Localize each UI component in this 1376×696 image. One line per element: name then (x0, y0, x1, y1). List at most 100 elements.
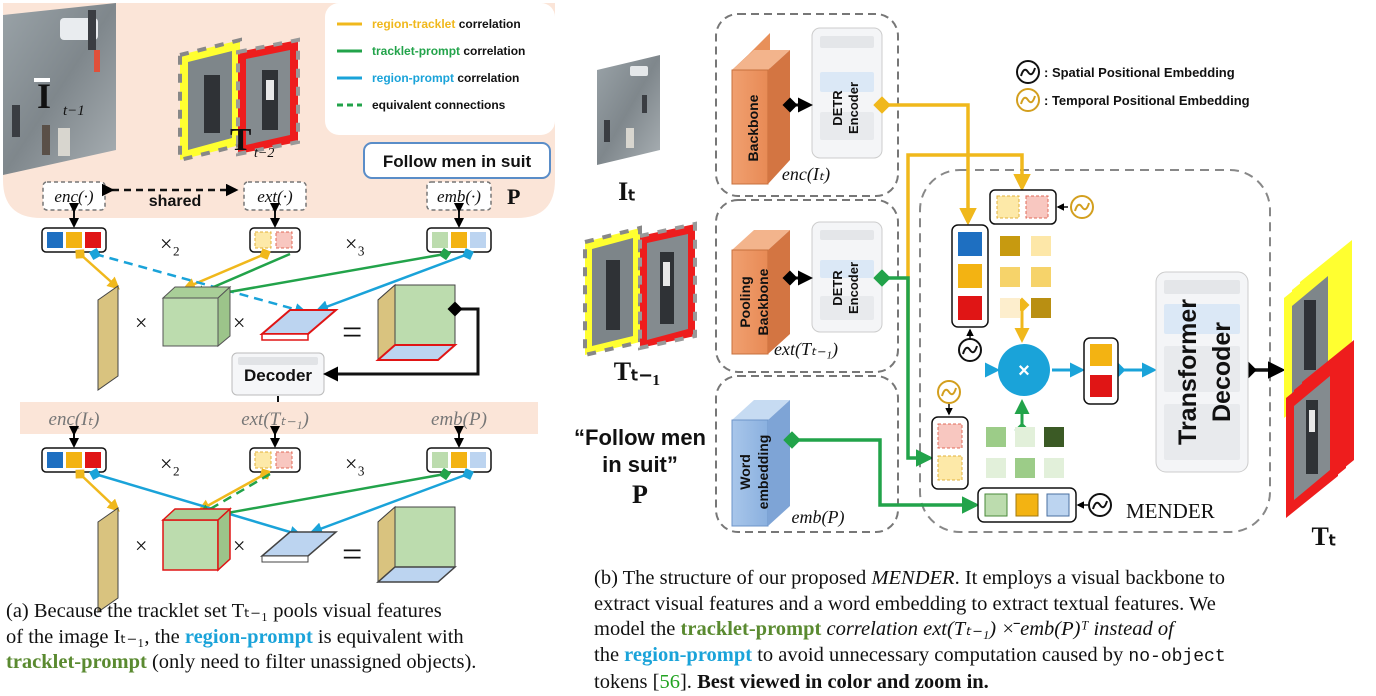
legend-box (325, 3, 555, 135)
emb-p-a: emb(P) (431, 409, 487, 430)
legend-rest-1: correlation (460, 44, 525, 58)
caption-b-l1-it: MENDER (871, 567, 955, 589)
prompt-box (363, 142, 551, 179)
multiply-node (998, 344, 1050, 396)
prompt-text: Follow men in suit (383, 152, 532, 171)
legend-rest-0: correlation (455, 17, 520, 31)
emb-fn-box (426, 181, 492, 211)
ext-fn: ext(·) (257, 187, 293, 206)
caption-b-l4-code: no-object (1128, 646, 1226, 667)
prompt-tokens (977, 487, 1112, 523)
word-label-2: embedding (755, 435, 771, 510)
mul-a4: × (233, 533, 245, 558)
caption-a-l1: (a) Because the tracklet set Tₜ₋₁ pools … (6, 600, 442, 622)
mul-a3: × (135, 533, 147, 558)
detr-encoder-1 (811, 27, 883, 159)
legend: region-tracklet correlation tracklet-pro… (337, 17, 525, 112)
detr1-l1: DETR (830, 90, 845, 126)
svg-text:region-prompt correlation: region-prompt correlation (372, 71, 519, 85)
tokens-row2 (41, 426, 492, 473)
caption-b-l4a: the (594, 643, 625, 666)
caption-b-l1a: (b) The structure of our proposed (594, 567, 872, 589)
caption-b-l4-hl: region-prompt (624, 643, 753, 666)
backbone-label: Backbone (745, 94, 761, 161)
enc-it-b: enc(Iₜ) (782, 164, 830, 185)
trk-label: T (230, 121, 251, 157)
mender-label: MENDER (1126, 499, 1215, 523)
legend-hl-0: region-tracklet (372, 17, 455, 31)
times2-a1: ×₂ (160, 231, 180, 256)
caption-a-l2-hl: region-prompt (184, 625, 313, 648)
track-query-tokens-top (989, 189, 1094, 225)
correlations-row1 (75, 247, 474, 316)
caption-b-cite[interactable]: 56 (659, 671, 680, 693)
output-tokens (1083, 337, 1119, 405)
svg-text:region-tracklet correlation: region-tracklet correlation (372, 17, 521, 31)
backbone-block (731, 33, 790, 185)
ext-tt1-b: ext(Tₜ₋₁) (774, 339, 838, 360)
pooling-label-2: Backbone (755, 268, 771, 335)
output-tracklets (1284, 240, 1354, 518)
tt-label-b: Tₜ (1311, 522, 1336, 551)
mul-a2: × (233, 310, 245, 335)
eq-a2: = (342, 534, 362, 574)
detr2-l2: Encoder (846, 262, 861, 314)
times3-a2: ×₃ (345, 451, 365, 476)
transformer-l1: Transformer (1174, 299, 1202, 445)
caption-a-l2-rest: is equivalent with (312, 625, 464, 648)
legend-rest-2: correlation (454, 71, 519, 85)
transformer-l2: Decoder (1208, 322, 1236, 422)
legend-hl-1: tracklet-prompt (372, 44, 460, 58)
caption-b-l3-hl: tracklet-prompt (680, 618, 822, 640)
legend-rest-3: equivalent connections (372, 98, 506, 112)
caption-b-l3b: correlation ext(Tₜ₋₁) ×̄ emb(P)ᵀ instead… (821, 618, 1174, 640)
eq-a1: = (342, 312, 362, 352)
pooling-label-1: Pooling (737, 276, 753, 327)
caption-b-l5b: ]. (679, 671, 698, 693)
image-i-t (597, 55, 660, 165)
times2-a2: ×₂ (160, 451, 180, 476)
pooling-backbone-block (731, 230, 790, 355)
flow-arrows (783, 96, 1286, 514)
p-label-b: P (632, 480, 648, 509)
caption-a-l3-hl: tracklet-prompt (6, 651, 147, 673)
matrices-row2 (97, 505, 457, 613)
shared-label: shared (149, 193, 201, 210)
tt1-label-b: Tₜ₋₁ (614, 357, 661, 386)
emb-fn: emb(·) (437, 187, 481, 206)
transformer-decoder-block (1155, 271, 1249, 473)
detr1-l2: Encoder (846, 82, 861, 134)
ext-tt1-a: ext(Tₜ₋₁) (241, 409, 309, 430)
caption-b-l2: extract visual features and a word embed… (594, 592, 1216, 615)
caption-a: (a) Because the tracklet set Tₜ₋₁ pools … (6, 599, 566, 676)
track-query-tokens-bottom (931, 380, 969, 490)
tracklet-crops-t-1 (583, 221, 697, 358)
decoder-label: Decoder (244, 366, 312, 385)
detr2-l1: DETR (830, 270, 845, 306)
trk-sub: t−2 (254, 146, 274, 161)
image-i-t-1: I t−1 (3, 3, 116, 175)
caption-b-l3a: model the (594, 618, 681, 640)
img-label: I (37, 76, 51, 116)
caption-b-l5-bold: Best viewed in color and zoom in. (697, 671, 989, 693)
caption-b-l1b: . It employs a visual backbone to (954, 567, 1225, 589)
caption-b-l5a: tokens [ (594, 671, 660, 693)
temporal-pe-label: : Temporal Positional Embedding (1044, 93, 1250, 108)
it-label-b: Iₜ (618, 177, 636, 206)
img-sub: t−1 (63, 103, 85, 119)
correlation-grid-yellow (1000, 236, 1051, 318)
correlation-grid-green (986, 427, 1064, 478)
spatial-pe-label: : Spatial Positional Embedding (1044, 65, 1235, 80)
pe-legend (1016, 60, 1040, 112)
decoder-feedback-arrow (323, 301, 480, 382)
emb-p-b: emb(P) (792, 507, 845, 528)
detection-tokens (951, 224, 989, 362)
caption-a-l3-rest: (only need to filter unassigned objects)… (146, 651, 477, 673)
prompt-quote-1: “Follow men (574, 425, 706, 450)
svg-text:tracklet-prompt correlation: tracklet-prompt correlation (372, 44, 525, 58)
caption-b-l4b: to avoid unnecessary computation caused … (752, 643, 1129, 666)
caption-b: (b) The structure of our proposed MENDER… (594, 566, 1374, 696)
legend-hl-2: region-prompt (372, 71, 454, 85)
word-label-1: Word (737, 454, 753, 490)
